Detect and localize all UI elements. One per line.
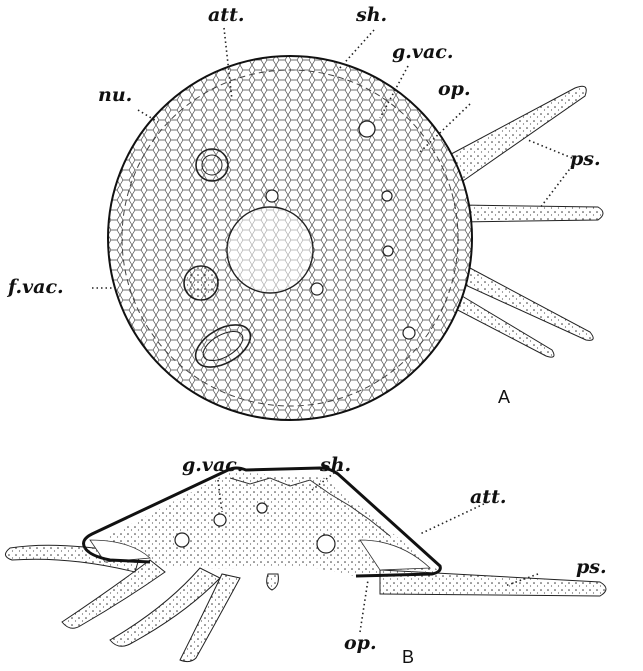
gas-vacuole-4: [383, 246, 393, 256]
food-vacuole-2: [184, 266, 218, 300]
label-fvac-a: f.vac.: [8, 278, 64, 297]
label-op-b: op.: [344, 634, 377, 653]
shell-b: [84, 468, 441, 578]
label-gvac-a: g.vac.: [392, 43, 453, 62]
label-att-a: att.: [208, 6, 244, 25]
label-nu-a: nu.: [98, 86, 132, 105]
pseudopod-a3: [450, 260, 593, 340]
gas-vacuole-1: [359, 121, 375, 137]
gas-vacuole-5: [311, 283, 323, 295]
gas-vacuole-b4: [317, 535, 335, 553]
label-gvac-b: g.vac.: [182, 456, 243, 475]
gas-vacuole-b2: [257, 503, 267, 513]
label-sh-a: sh.: [356, 6, 387, 25]
gas-vacuole-3: [382, 191, 392, 201]
gas-vacuole-b3: [175, 533, 189, 547]
gas-vacuole-2: [266, 190, 278, 202]
gas-vacuole-b1: [214, 514, 226, 526]
panel-letter-b: B: [402, 648, 414, 666]
label-ps-b: ps.: [576, 558, 607, 577]
pseudopod-a2: [460, 205, 603, 222]
nucleus: [227, 207, 313, 293]
pseudopod-a1: [440, 86, 586, 190]
label-att-b: att.: [470, 488, 506, 507]
label-ps-a: ps.: [570, 150, 601, 169]
shell-a: [100, 50, 480, 430]
pseudopod-b6: [267, 574, 279, 590]
label-op-a: op.: [438, 80, 471, 99]
panel-letter-a: A: [498, 388, 510, 406]
gas-vacuole-6: [403, 327, 415, 339]
label-sh-b: sh.: [320, 456, 351, 475]
